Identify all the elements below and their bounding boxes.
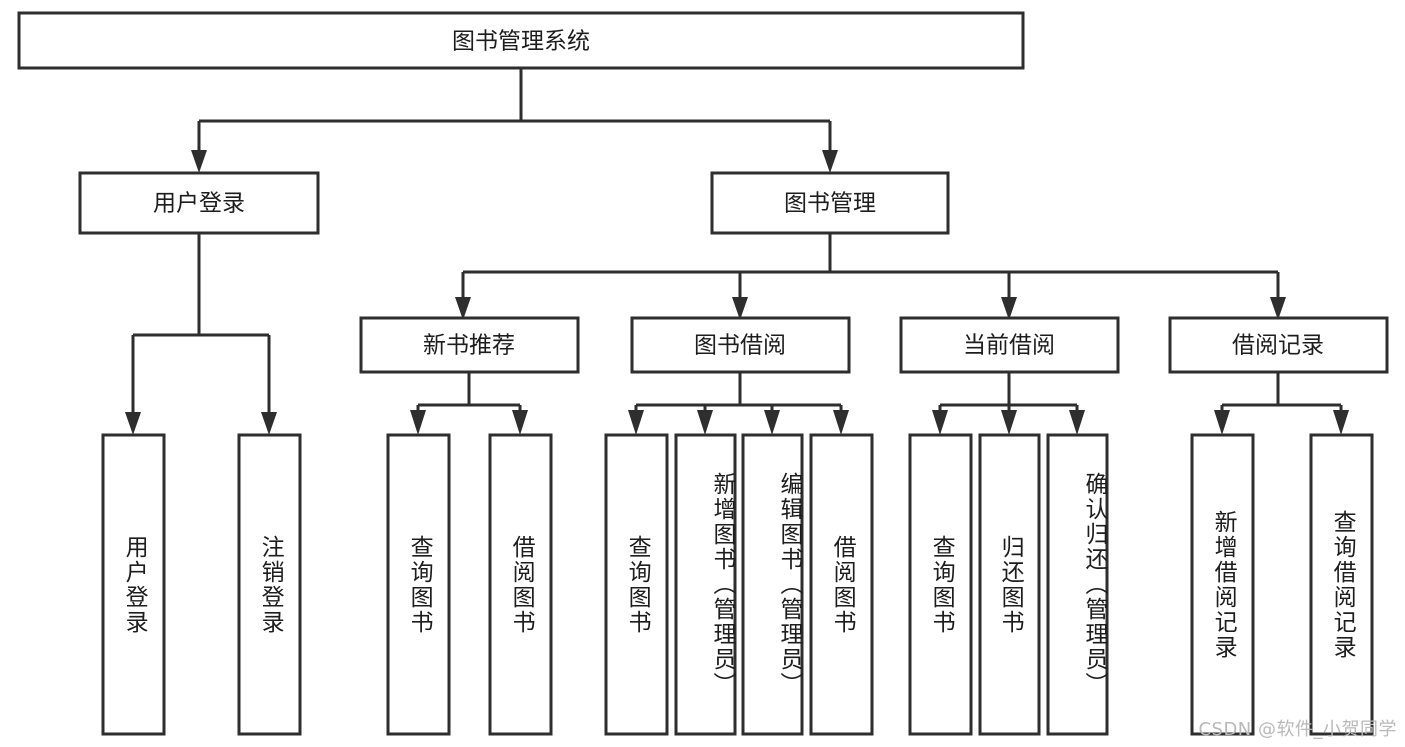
edge-group-current-borrow (932, 372, 1085, 435)
node-book-borrow-box[interactable] (630, 316, 851, 374)
edge-group-book-borrow (628, 372, 849, 435)
arrow-to-book-mgmt (822, 150, 838, 173)
node-borrow-record-label: 借阅记录 (1232, 333, 1324, 359)
leaf-box-user-login-2[interactable] (237, 433, 302, 736)
arrow-current-borrow-child-1 (932, 410, 948, 435)
leaf-box-user-login-1[interactable] (101, 433, 166, 736)
arrow-new-book-child-1 (410, 410, 426, 435)
arrow-borrow-record-child-2 (1333, 410, 1349, 435)
node-borrow-record-box[interactable] (1168, 316, 1389, 374)
leaf-box-book-borrow-3[interactable] (741, 433, 804, 736)
node-user-login-label: 用户登录 (153, 191, 245, 217)
arrow-book-mgmt-child-3 (1001, 297, 1017, 320)
node-new-book-box[interactable] (359, 316, 580, 374)
arrow-book-mgmt-child-2 (732, 297, 748, 320)
arrow-book-borrow-child-3 (764, 410, 780, 435)
edge-group-new-book (410, 372, 528, 435)
leaf-box-book-borrow-2[interactable] (674, 433, 737, 736)
edge-group-book-mgmt (455, 233, 1286, 320)
leaf-box-current-borrow-1[interactable] (908, 433, 973, 736)
node-book-mgmt-box[interactable] (710, 171, 950, 235)
arrow-user-login-child-1 (125, 412, 141, 435)
arrow-book-borrow-child-1 (628, 410, 644, 435)
node-user-login-box[interactable] (78, 171, 320, 235)
arrow-current-borrow-child-3 (1069, 410, 1085, 435)
arrow-new-book-child-2 (512, 410, 528, 435)
leaf-box-current-borrow-3[interactable] (1046, 433, 1109, 736)
leaf-box-new-book-2[interactable] (488, 433, 553, 736)
arrow-user-login-child-2 (261, 412, 277, 435)
node-book-borrow-label: 图书借阅 (694, 333, 786, 359)
node-root-label: 图书管理系统 (452, 29, 590, 55)
leaf-box-borrow-record-1[interactable] (1190, 433, 1255, 736)
watermark-text: CSDN @软件_小贺同学 (1198, 719, 1397, 740)
arrow-current-borrow-child-2 (1001, 410, 1017, 435)
node-new-book-label: 新书推荐 (423, 333, 515, 359)
arrow-book-borrow-child-4 (833, 410, 849, 435)
node-book-mgmt-label: 图书管理 (784, 191, 876, 217)
arrow-borrow-record-child-1 (1214, 410, 1230, 435)
arrow-book-mgmt-child-4 (1270, 297, 1286, 320)
arrow-book-borrow-child-2 (697, 410, 713, 435)
arrow-book-mgmt-child-1 (455, 297, 471, 320)
edge-group-root (191, 68, 838, 173)
edge-group-user-login (125, 233, 277, 435)
leaf-box-borrow-record-2[interactable] (1309, 433, 1374, 736)
leaf-box-book-borrow-4[interactable] (809, 433, 874, 736)
edge-group-borrow-record (1214, 372, 1349, 435)
node-current-borrow-box[interactable] (899, 316, 1120, 374)
node-root-box[interactable] (17, 11, 1025, 70)
node-current-borrow-label: 当前借阅 (963, 333, 1055, 359)
leaf-box-current-borrow-2[interactable] (978, 433, 1041, 736)
leaf-box-new-book-1[interactable] (386, 433, 451, 736)
leaf-box-book-borrow-1[interactable] (604, 433, 669, 736)
arrow-to-user-login (191, 150, 207, 173)
